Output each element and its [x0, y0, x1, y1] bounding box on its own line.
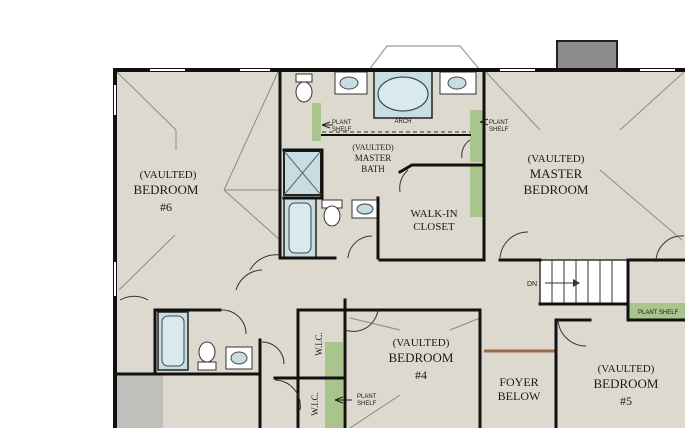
plant-shelf-bath-left — [312, 103, 321, 141]
stairs — [539, 259, 629, 305]
plant-shelf-right — [628, 303, 685, 319]
plant-shelf-label-wic: PLANT SHELF — [334, 394, 377, 407]
arch-label: ARCH — [394, 119, 411, 125]
bedroom5-name: BEDROOM — [593, 376, 658, 391]
bedroom5-number: #5 — [620, 394, 632, 408]
plant-label-2: PLANT — [489, 120, 509, 126]
bedroom4-number: #4 — [415, 368, 427, 382]
bedroom4-tag: (VAULTED) — [393, 337, 450, 349]
plant-shelf-label-bath-right: PLANT SHELF — [479, 118, 509, 133]
master-bedroom-tag: (VAULTED) — [528, 153, 585, 165]
master-bedroom-line1: MASTER — [530, 166, 583, 181]
master-vault-lines — [485, 71, 685, 241]
bedroom6-label: (VAULTED) BEDROOM #6 — [133, 169, 198, 214]
shelf-label-1: SHELF — [332, 127, 352, 133]
bedroom4-name: BEDROOM — [388, 350, 453, 365]
foyer-line2: BELOW — [498, 389, 541, 403]
plant-shelf-closet — [470, 165, 484, 217]
chimney — [556, 40, 618, 71]
wic-label-upper: W.I.C. — [314, 332, 324, 355]
exterior-area — [115, 375, 163, 428]
bedroom6-tag: (VAULTED) — [140, 169, 197, 181]
bay-window — [368, 45, 481, 71]
door-swings — [119, 139, 685, 411]
fixtures — [157, 69, 477, 371]
master-bath-name2: BATH — [361, 164, 385, 174]
bedroom6-number: #6 — [160, 200, 172, 214]
shelf-label-2: SHELF — [489, 127, 509, 133]
master-bath-tag: (VAULTED) — [352, 143, 394, 152]
plant-shelf-bath-right — [470, 110, 484, 162]
stairs-down-label: DN — [527, 281, 537, 288]
bedroom4-label: (VAULTED) BEDROOM #4 — [388, 337, 453, 382]
master-bath-name1: MASTER — [355, 153, 392, 163]
master-bedroom-line2: BEDROOM — [523, 182, 588, 197]
walkin-line2: CLOSET — [413, 221, 455, 233]
plant-label-1: PLANT — [332, 120, 352, 126]
bedroom6-vault-lines — [116, 71, 281, 291]
bedroom6-name: BEDROOM — [133, 182, 198, 197]
shelf-label-3: SHELF — [357, 401, 377, 407]
bedroom5-label: (VAULTED) BEDROOM #5 — [593, 363, 658, 408]
walkin-closet-label: WALK-IN CLOSET — [410, 208, 457, 233]
walkin-line1: WALK-IN — [410, 208, 457, 220]
foyer-label: FOYER BELOW — [498, 375, 541, 403]
master-bedroom-label: (VAULTED) MASTER BEDROOM — [523, 153, 588, 197]
bedroom5-tag: (VAULTED) — [598, 363, 655, 375]
plant-label-3: PLANT — [357, 394, 377, 400]
plant-shelf-label-bath-left: PLANT SHELF — [321, 120, 352, 133]
plant-shelf-right-label: PLANT SHELF — [638, 310, 679, 316]
master-bath-label: (VAULTED) MASTER BATH — [352, 143, 394, 174]
plant-shelf-wic — [325, 342, 343, 428]
walls — [113, 68, 685, 428]
foyer-line1: FOYER — [499, 375, 538, 389]
wic-label-lower: W.I.C. — [310, 392, 320, 415]
bedroom4-vault-lines — [349, 317, 481, 428]
